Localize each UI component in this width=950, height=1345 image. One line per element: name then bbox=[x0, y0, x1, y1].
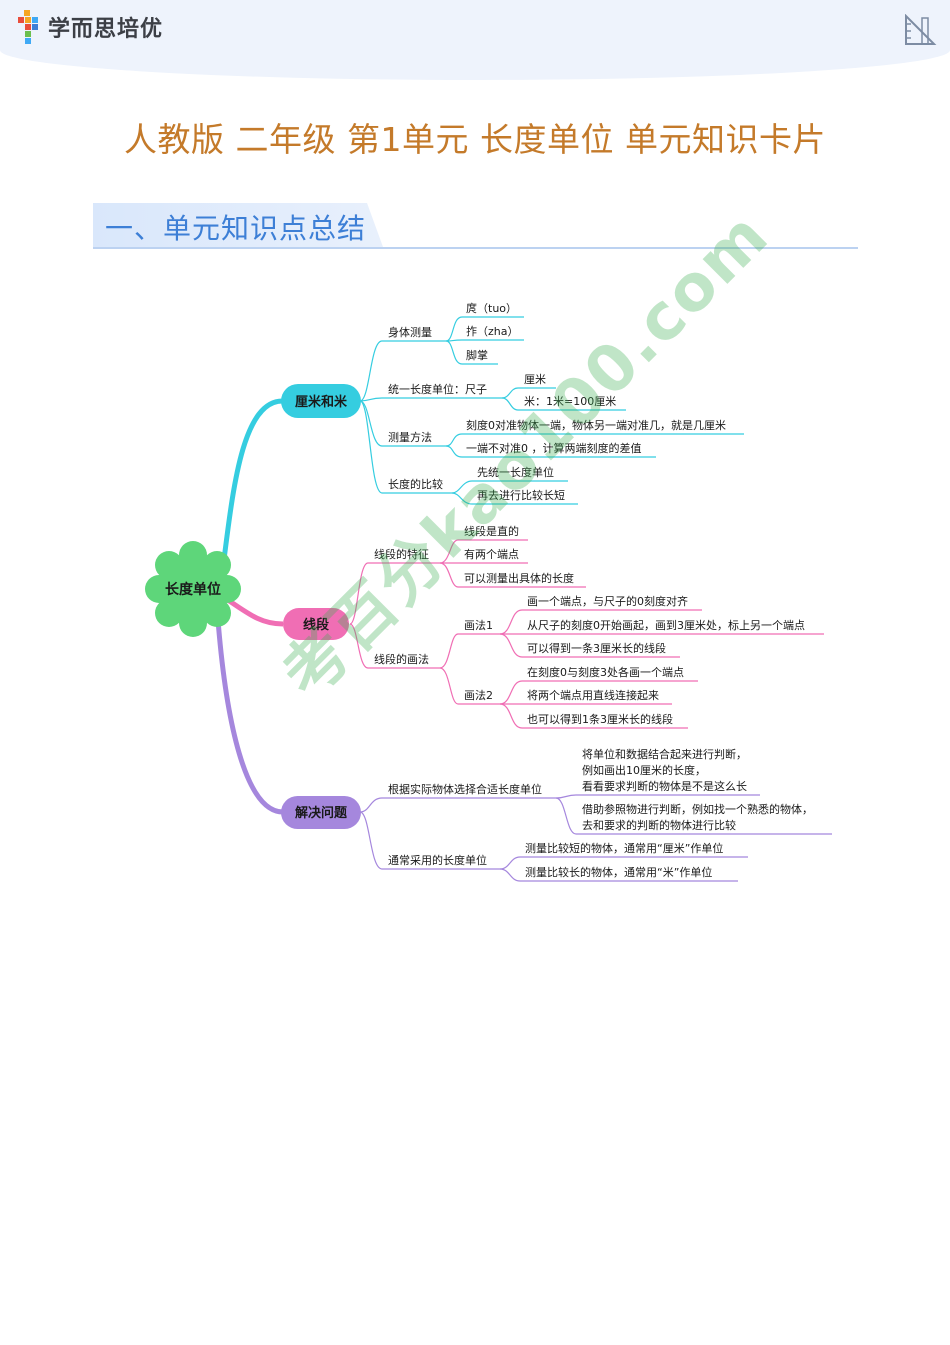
label-choose-a3: 看看要求判断的物体是不是这么长 bbox=[582, 779, 747, 793]
branch-cm-m-connectors bbox=[359, 316, 744, 505]
label-m2-b: 将两个端点用直线连接起来 bbox=[527, 688, 659, 702]
label-tuo: 庹（tuo） bbox=[466, 301, 517, 315]
branch-line-solve bbox=[215, 619, 284, 815]
document-title: 人教版 二年级 第1单元 长度单位 单元知识卡片 bbox=[124, 120, 826, 159]
section-title: 一、单元知识点总结 bbox=[105, 212, 367, 245]
label-choose: 根据实际物体选择合适长度单位 bbox=[388, 782, 542, 796]
label-method1: 画法1 bbox=[464, 618, 493, 632]
label-choose-a1: 将单位和数据结合起来进行判断， bbox=[582, 747, 747, 761]
label-m1-c: 可以得到一条3厘米长的线段 bbox=[527, 641, 666, 655]
label-body-measure: 身体测量 bbox=[388, 325, 432, 339]
label-choose-b1: 借助参照物进行判断，例如找一个熟悉的物体， bbox=[582, 802, 813, 816]
label-choose-b2: 去和要求的判断的物体进行比较 bbox=[582, 818, 736, 832]
node-cm-m-label: 厘米和米 bbox=[295, 394, 348, 410]
node-segment-label: 线段 bbox=[303, 617, 329, 633]
label-common: 通常采用的长度单位 bbox=[388, 853, 487, 867]
label-drawing: 线段的画法 bbox=[374, 652, 429, 666]
label-method2: 画法2 bbox=[464, 688, 493, 702]
label-limi: 厘米 bbox=[524, 373, 546, 386]
node-solve-label: 解决问题 bbox=[294, 805, 348, 821]
label-m2-a: 在刻度0与刻度3处各画一个端点 bbox=[527, 665, 684, 679]
label-compare-a: 先统一长度单位 bbox=[477, 465, 554, 479]
label-method: 测量方法 bbox=[388, 430, 432, 444]
label-feat-a: 线段是直的 bbox=[464, 524, 519, 538]
node-solve bbox=[281, 796, 361, 829]
branch-line-segment bbox=[226, 597, 284, 627]
root-node: 长度单位 bbox=[145, 541, 241, 637]
label-common-a: 测量比较短的物体，通常用“厘米”作单位 bbox=[525, 841, 723, 855]
node-segment bbox=[283, 608, 349, 640]
label-choose-a2: 例如画出10厘米的长度， bbox=[582, 763, 706, 777]
label-unified-unit: 统一长度单位：尺子 bbox=[388, 382, 487, 396]
ruler-triangle-icon bbox=[905, 14, 937, 45]
branch-line-cm-m bbox=[219, 398, 284, 576]
label-jiaozhang: 脚掌 bbox=[466, 348, 488, 362]
label-common-b: 测量比较长的物体，通常用“米”作单位 bbox=[525, 865, 712, 879]
label-m1-a: 画一个端点，与尺子的0刻度对齐 bbox=[527, 594, 688, 608]
label-method-a: 刻度0对准物体一端，物体另一端对准几，就是几厘米 bbox=[466, 418, 726, 432]
brand-logo: 学而思培优 bbox=[18, 10, 163, 44]
label-mi-eq: 米：1米=100厘米 bbox=[524, 395, 616, 408]
node-cm-m bbox=[281, 384, 361, 418]
header-band bbox=[0, 0, 950, 80]
brand-name: 学而思培优 bbox=[48, 17, 164, 42]
label-compare: 长度的比较 bbox=[388, 477, 443, 491]
branch-segment-connectors bbox=[349, 539, 824, 729]
label-m2-c: 也可以得到1条3厘米长的线段 bbox=[527, 712, 673, 726]
branch-solve-connectors bbox=[359, 794, 832, 882]
label-features: 线段的特征 bbox=[374, 547, 429, 561]
root-label: 长度单位 bbox=[165, 581, 221, 598]
label-m1-b: 从尺子的刻度0开始画起，画到3厘米处，标上另一个端点 bbox=[527, 618, 805, 632]
label-compare-b: 再去进行比较长短 bbox=[477, 488, 565, 502]
section-header: 一、单元知识点总结 bbox=[93, 203, 858, 249]
label-zha: 拃（zha） bbox=[466, 324, 519, 338]
label-method-b: 一端不对准0 ，计算两端刻度的差值 bbox=[466, 441, 642, 455]
label-feat-c: 可以测量出具体的长度 bbox=[464, 571, 574, 585]
brand-logo-icon bbox=[18, 10, 42, 44]
label-feat-b: 有两个端点 bbox=[464, 547, 519, 561]
